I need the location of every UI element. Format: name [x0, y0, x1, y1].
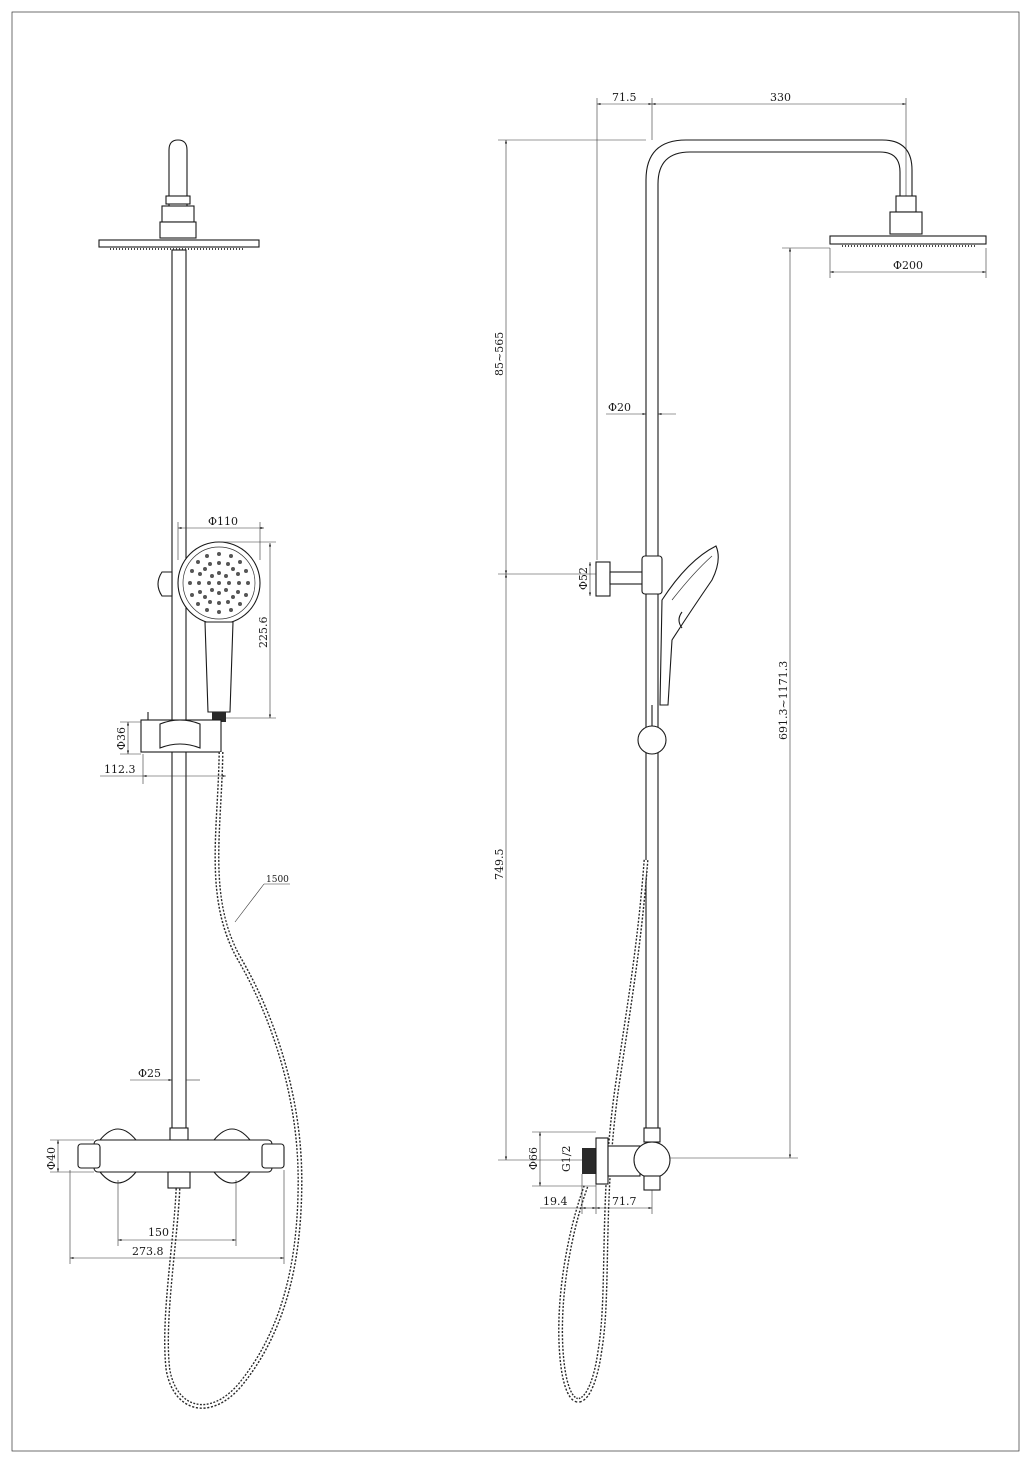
- front-slider-bracket: [157, 571, 173, 597]
- sheet-border: [11, 11, 1020, 1452]
- front-shower-arm: [168, 139, 188, 210]
- front-temp-handle: [77, 1143, 101, 1169]
- side-bracket-arm: [609, 571, 645, 585]
- front-rail-coupling: [169, 1127, 189, 1141]
- side-dim-total-height: 691.3~1171.3: [777, 661, 790, 740]
- front-dim-hose-length: 1500: [266, 875, 289, 885]
- side-dim-arm-reach: 330: [770, 91, 791, 104]
- front-handshower-connector: [212, 712, 226, 722]
- side-wall-connector: [582, 1148, 596, 1174]
- front-view: Φ110 225.6 Φ36 112.3 1500 Φ25 Φ40 150 27…: [45, 139, 303, 1409]
- front-handshower-handle: [204, 621, 234, 713]
- side-dim-height-adjust: 85~565: [493, 332, 506, 376]
- side-riser-arm-inner: [657, 151, 901, 1140]
- front-dim-holder-diameter: Φ36: [115, 727, 128, 750]
- front-arm-nut: [161, 205, 195, 223]
- front-dim-handshower-diameter: Φ110: [208, 515, 238, 528]
- front-flow-handle: [261, 1143, 285, 1169]
- side-dim-connector-diameter: Φ66: [527, 1147, 540, 1170]
- side-dim-body-projection: 71.7: [612, 1195, 637, 1208]
- side-dim-wall-offset: 71.5: [612, 91, 637, 104]
- side-handshower-trigger: [678, 611, 683, 629]
- front-dim-handshower-height: 225.6: [257, 617, 270, 649]
- front-outlet-nut: [167, 1171, 191, 1189]
- front-arm-nut-lower: [159, 221, 197, 239]
- side-dim-bracket-diameter: Φ52: [577, 567, 590, 590]
- front-handshower-nozzles: [188, 552, 250, 614]
- side-riser-coupling: [643, 1127, 661, 1143]
- side-dim-pipe-diameter: Φ20: [608, 401, 631, 414]
- side-riser-arm: [645, 139, 913, 1140]
- side-dim-overhead-diameter: Φ200: [893, 259, 923, 272]
- front-overhead-plate: [98, 239, 260, 248]
- side-handshower: [659, 545, 719, 706]
- side-hose-core: [559, 859, 648, 1402]
- front-arm-joint: [165, 195, 191, 205]
- front-slider-holder: [140, 719, 222, 753]
- side-dim-lower-height: 749.5: [493, 849, 506, 881]
- front-dim-rail-diameter: Φ25: [138, 1067, 161, 1080]
- side-arm-nut: [895, 195, 917, 213]
- front-wall-flange-right: [213, 1128, 251, 1184]
- side-handshower-face: [671, 555, 713, 601]
- front-dim-body-diameter: Φ40: [45, 1147, 58, 1170]
- front-dim-inlet-spacing: 150: [148, 1226, 169, 1239]
- side-slider-knob: [637, 725, 667, 755]
- side-arm-swivel: [889, 211, 923, 235]
- side-diverter: [633, 1141, 671, 1179]
- side-overhead-plate: [829, 235, 987, 245]
- side-outlet-nut: [643, 1175, 661, 1191]
- side-wall-plate: [595, 1137, 609, 1185]
- front-dim-holder-offset: 112.3: [104, 763, 136, 776]
- side-dim-thread-size: G1/2: [560, 1146, 573, 1173]
- side-dim-eccentric-depth: 19.4: [543, 1195, 568, 1208]
- side-wall-bracket: [595, 561, 611, 597]
- front-dimensions: [50, 522, 290, 1264]
- front-slider-cradle: [159, 719, 201, 749]
- side-view: 71.5 330 Φ200 85~565 Φ20 Φ52 691.3~1171.…: [493, 91, 987, 1403]
- side-bracket-clamp: [641, 555, 663, 595]
- side-dimensions: [498, 98, 987, 1214]
- front-handshower-ring: [182, 546, 256, 620]
- front-mixer-body: [93, 1139, 273, 1173]
- front-hose-core: [165, 751, 302, 1408]
- front-dim-body-width: 273.8: [132, 1245, 164, 1258]
- front-rail: [171, 249, 187, 1141]
